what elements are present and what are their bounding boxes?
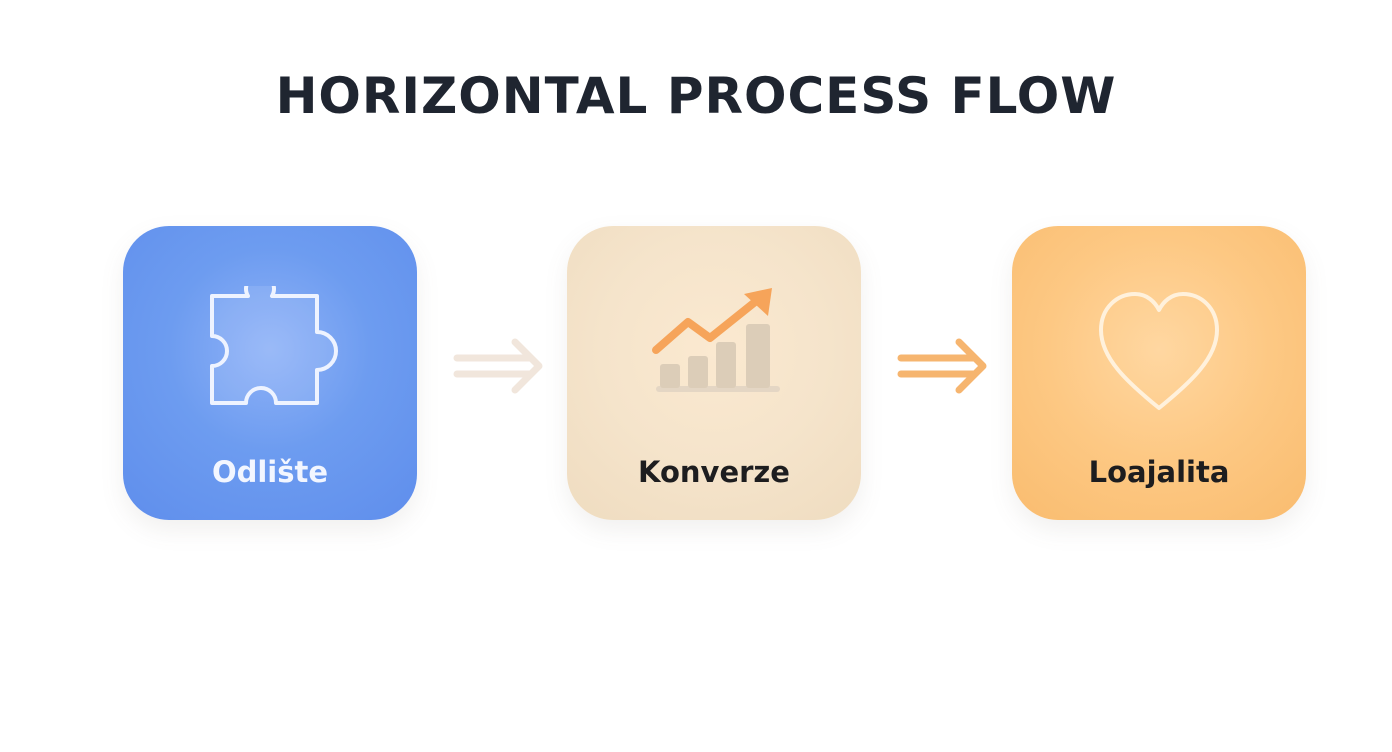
heart-icon: [1089, 286, 1229, 426]
double-arrow-right-icon: [893, 336, 989, 396]
step-label: Odlište: [211, 455, 329, 489]
step-conversion: Konverze: [567, 226, 861, 520]
double-arrow-right-icon: [449, 336, 545, 396]
puzzle-piece-icon: [200, 286, 340, 426]
step-differentiate: Odlište: [123, 226, 417, 520]
step-loyalty: Loajalita: [1012, 226, 1306, 520]
step-label: Loajalita: [1088, 455, 1230, 489]
bar-chart-trend-icon: [644, 286, 784, 426]
diagram-title: HORIZONTAL PROCESS FLOW: [275, 67, 1117, 125]
step-label: Konverze: [638, 455, 790, 489]
